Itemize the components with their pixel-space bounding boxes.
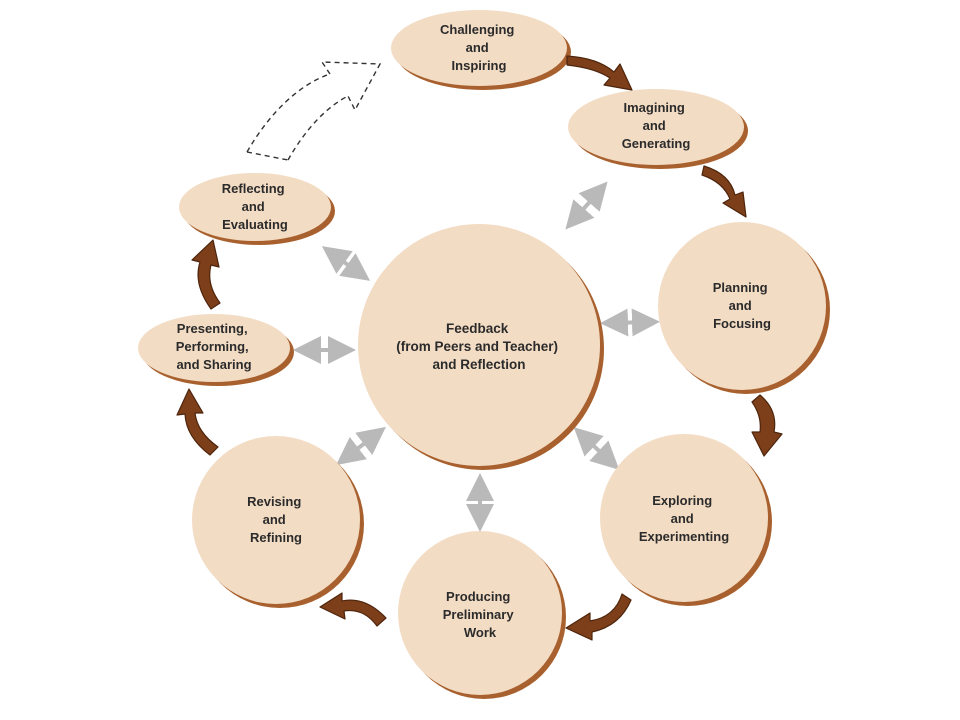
cycle-arrow-planning-to-exploring bbox=[751, 394, 783, 457]
feedback-arrow-imagining bbox=[565, 181, 608, 230]
feedback-arrow-reflecting bbox=[321, 246, 371, 281]
cycle-arrows bbox=[176, 55, 783, 641]
stage-label-revising: Revising and Refining bbox=[247, 494, 305, 545]
cycle-arrow-imagining-to-planning bbox=[701, 165, 747, 218]
stage-presenting: Presenting, Performing, and Sharing bbox=[138, 314, 294, 386]
stage-label-exploring: Exploring and Experimenting bbox=[639, 493, 729, 544]
stage-label-producing: Producing Preliminary Work bbox=[443, 589, 517, 640]
feedback-center-node: Feedback (from Peers and Teacher) and Re… bbox=[358, 224, 604, 470]
cycle-arrow-presenting-to-reflecting bbox=[191, 239, 221, 310]
stage-reflecting: Reflecting and Evaluating bbox=[179, 173, 335, 245]
feedback-arrow-exploring bbox=[573, 427, 620, 470]
stage-label-presenting: Presenting, Performing, and Sharing bbox=[176, 321, 253, 372]
feedback-arrow-revising bbox=[336, 426, 386, 466]
stage-producing: Producing Preliminary Work bbox=[398, 531, 566, 699]
stage-imagining: Imagining and Generating bbox=[568, 89, 748, 169]
stage-exploring: Exploring and Experimenting bbox=[600, 434, 772, 606]
stage-label-imagining: Imagining and Generating bbox=[622, 100, 691, 151]
cycle-arrow-producing-to-revising bbox=[319, 592, 387, 627]
center-label: Feedback (from Peers and Teacher) and Re… bbox=[396, 321, 562, 372]
feedback-arrows bbox=[293, 181, 660, 532]
stage-challenging: Challenging and Inspiring bbox=[391, 10, 571, 90]
stage-revising: Revising and Refining bbox=[192, 436, 364, 608]
stage-label-planning: Planning and Focusing bbox=[713, 280, 772, 331]
stage-label-reflecting: Reflecting and Evaluating bbox=[222, 181, 288, 232]
feedback-arrow-planning bbox=[600, 308, 660, 337]
stage-planning: Planning and Focusing bbox=[658, 222, 830, 394]
dashed-return-arrow bbox=[246, 61, 382, 161]
cycle-arrow-challenging-to-imagining bbox=[566, 55, 633, 91]
stage-label-challenging: Challenging and Inspiring bbox=[440, 22, 518, 73]
cycle-arrow-exploring-to-producing bbox=[565, 593, 632, 641]
cycle-arrow-revising-to-presenting bbox=[176, 388, 219, 456]
